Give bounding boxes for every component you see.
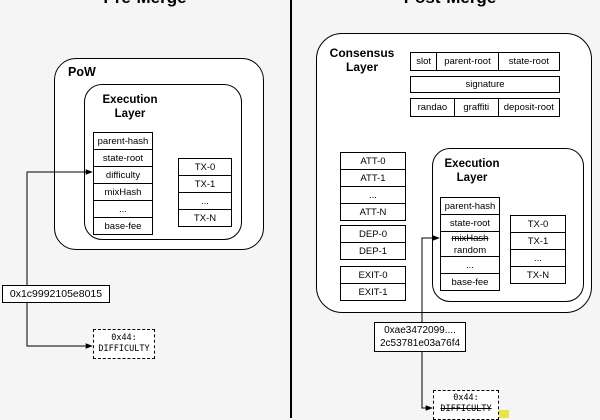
consensus-label: Consensus Layer bbox=[326, 46, 398, 74]
attestation-item: ATT-1 bbox=[340, 170, 406, 187]
post-hash-line1: 0xae3472099.... bbox=[384, 325, 456, 336]
post-tx-item: ... bbox=[510, 250, 566, 267]
pre-opcode-line1: 0x44: bbox=[111, 333, 137, 343]
pre-header-field: parent-hash bbox=[93, 132, 153, 150]
exit-list: EXIT-0 EXIT-1 bbox=[340, 266, 406, 301]
post-tx-item: TX-0 bbox=[510, 215, 566, 233]
pre-tx-item: TX-1 bbox=[178, 176, 232, 193]
post-header-field: random bbox=[440, 244, 500, 257]
column-divider bbox=[290, 0, 292, 418]
pow-label: PoW bbox=[68, 65, 96, 79]
consensus-field: deposit-root bbox=[498, 98, 560, 117]
pre-header-field: base-fee bbox=[93, 218, 153, 235]
pre-tx-item: TX-0 bbox=[178, 158, 232, 176]
post-header-fields: parent-hash state-root mixHash random ..… bbox=[440, 197, 500, 291]
pre-merge-title: Pre-Merge bbox=[60, 0, 230, 8]
deposit-item: DEP-1 bbox=[340, 243, 406, 260]
post-opcode-line1: 0x44: bbox=[453, 393, 479, 403]
post-merge-title: Post-Merge bbox=[360, 0, 540, 8]
pre-header-fields: parent-hash state-root difficulty mixHas… bbox=[93, 132, 153, 235]
pre-opcode: 0x44: DIFFICULTY bbox=[93, 329, 155, 359]
post-arrow-to-opcode bbox=[421, 352, 433, 411]
pre-header-field: mixHash bbox=[93, 184, 153, 201]
post-tx-list: TX-0 TX-1 ... TX-N bbox=[510, 215, 566, 284]
post-header-field-deprecated: mixHash bbox=[440, 232, 500, 244]
consensus-field: state-root bbox=[498, 52, 560, 71]
post-opcode: 0x44: DIFFICULTY bbox=[433, 390, 499, 420]
post-hash-line2: 2c53781e03a76f4 bbox=[379, 338, 461, 349]
pre-header-field: difficulty bbox=[93, 167, 153, 184]
consensus-field: parent-root bbox=[437, 52, 499, 71]
consensus-row-3: randao graffiti deposit-root bbox=[410, 98, 560, 117]
consensus-signature: signature bbox=[410, 76, 560, 93]
consensus-label-text: Consensus Layer bbox=[329, 46, 395, 74]
pre-header-field: state-root bbox=[93, 150, 153, 167]
deposit-list: DEP-0 DEP-1 bbox=[340, 225, 406, 260]
pre-execution-label: Execution Layer bbox=[98, 93, 162, 121]
consensus-row-1: slot parent-root state-root bbox=[410, 52, 560, 71]
attestation-list: ATT-0 ATT-1 ... ATT-N bbox=[340, 152, 406, 221]
post-execution-label-text: Execution Layer bbox=[444, 158, 500, 184]
pre-header-field: ... bbox=[93, 201, 153, 218]
post-header-field: state-root bbox=[440, 215, 500, 232]
post-tx-item: TX-1 bbox=[510, 233, 566, 250]
pre-opcode-line2: DIFFICULTY bbox=[98, 344, 150, 354]
post-header-field: ... bbox=[440, 257, 500, 274]
exit-item: EXIT-1 bbox=[340, 284, 406, 301]
consensus-field: randao bbox=[410, 98, 455, 117]
post-opcode-line2: DIFFICULTY bbox=[440, 404, 492, 414]
consensus-field: slot bbox=[410, 52, 438, 71]
consensus-field: graffiti bbox=[454, 98, 499, 117]
pre-arrow-to-opcode bbox=[26, 303, 93, 349]
post-tx-item: TX-N bbox=[510, 267, 566, 284]
pre-tx-item: TX-N bbox=[178, 210, 232, 227]
attestation-item: ATT-0 bbox=[340, 152, 406, 170]
post-hash-value: 0xae3472099.... 2c53781e03a76f4 bbox=[374, 322, 466, 352]
exit-item: EXIT-0 bbox=[340, 266, 406, 284]
pre-hash-value: 0x1c9992105e8015 bbox=[2, 285, 110, 303]
deposit-item: DEP-0 bbox=[340, 225, 406, 243]
pre-tx-list: TX-0 TX-1 ... TX-N bbox=[178, 158, 232, 227]
attestation-item: ... bbox=[340, 187, 406, 204]
post-header-field: parent-hash bbox=[440, 197, 500, 215]
post-execution-label: Execution Layer bbox=[440, 157, 504, 185]
attestation-item: ATT-N bbox=[340, 204, 406, 221]
highlight-marker bbox=[499, 410, 509, 418]
post-header-field: base-fee bbox=[440, 274, 500, 291]
pre-tx-item: ... bbox=[178, 193, 232, 210]
pre-execution-label-text: Execution Layer bbox=[102, 94, 158, 120]
